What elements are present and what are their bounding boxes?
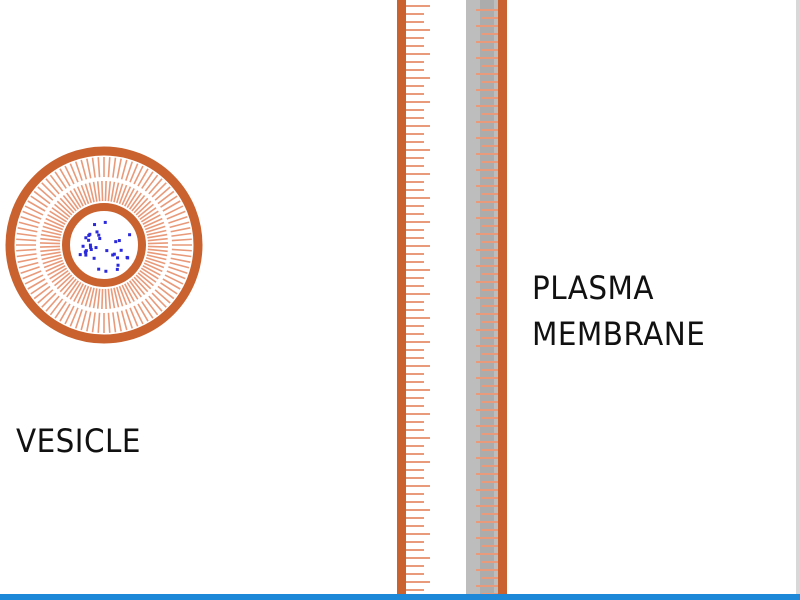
plasma-membrane-label-line1: PLASMA [532, 269, 654, 307]
membrane-right-head-layer [498, 0, 507, 594]
vesicle-contents [78, 220, 132, 273]
plasma-membrane-label-line2: MEMBRANE [532, 315, 706, 353]
plasma-membrane [397, 0, 507, 595]
vesicle-inner-head-layer [62, 203, 146, 287]
vesicle [5, 146, 203, 344]
membrane-lipid-tails [406, 5, 498, 595]
vesicle-outer-head-layer [5, 146, 203, 344]
vesicle-lipid-tails [16, 157, 192, 333]
right-edge-border [796, 0, 800, 594]
vesicle-label: VESICLE [16, 418, 141, 464]
bottom-border-bar [0, 594, 800, 600]
plasma-membrane-label: PLASMA MEMBRANE [532, 265, 705, 357]
vesicle-label-text: VESICLE [16, 422, 141, 460]
membrane-left-head-layer [397, 0, 406, 594]
